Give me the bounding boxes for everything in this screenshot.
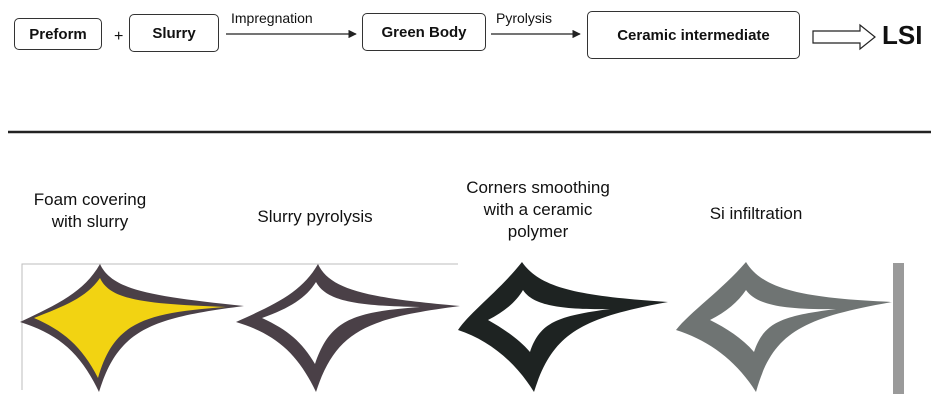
strut-slurry-pyrolysis bbox=[236, 264, 460, 392]
strut-si-infiltration bbox=[676, 262, 892, 392]
strut-polymer-layer bbox=[458, 262, 668, 392]
strut-foam-covering bbox=[20, 264, 244, 392]
strut-corners-smoothing bbox=[458, 262, 668, 392]
strut-silicon-layer bbox=[676, 262, 892, 392]
strut-outer-coating-1 bbox=[20, 264, 244, 392]
hollow-result-arrow bbox=[813, 25, 875, 49]
silicon-reservoir-bar bbox=[893, 263, 904, 394]
strut-outer-coating-2 bbox=[236, 264, 460, 392]
